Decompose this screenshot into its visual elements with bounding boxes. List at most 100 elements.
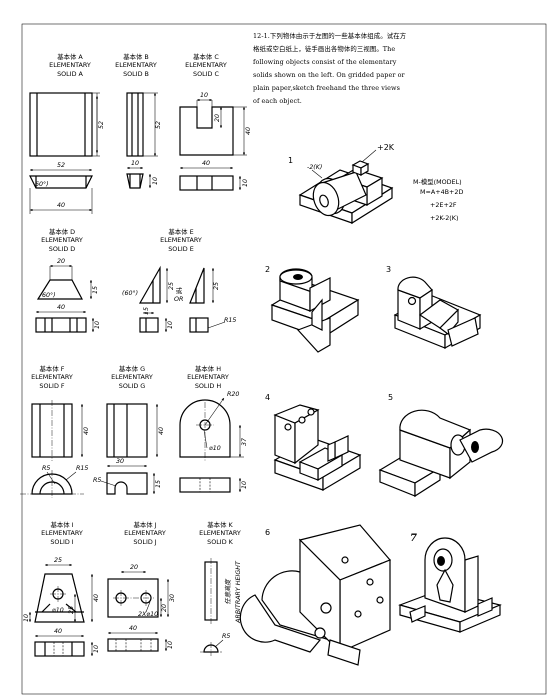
solid-label-en: SOLID B — [123, 70, 149, 78]
solid-label-cn: 基本体 C — [193, 52, 219, 61]
solid-label-en: SOLID J — [133, 538, 156, 546]
model-line: +2K-2(K) — [430, 214, 459, 222]
dimension: 40 — [245, 127, 252, 135]
solid-label-en: ELEMENTARY — [187, 373, 229, 381]
dimension: 30 — [116, 458, 124, 465]
dimension: 20 — [214, 114, 221, 122]
solid-g: 基本体 G ELEMENTARY SOLID G 40 30 R5 15 — [93, 364, 165, 495]
solid-label-cn: 基本体 E — [168, 227, 193, 236]
dimension: 25 — [54, 557, 62, 564]
solid-label-cn: 基本体 B — [123, 52, 149, 61]
solid-h: 基本体 H ELEMENTARY SOLID H R20 ⌀10 37 10 — [179, 364, 248, 493]
dimension: 40 — [93, 594, 100, 602]
object-number: 2 — [265, 265, 270, 274]
solid-label-cn: 基本体 I — [50, 520, 73, 529]
solid-label-en: ELEMENTARY — [31, 373, 73, 381]
or-label-en: OR — [174, 296, 183, 303]
solid-label-cn: 基本体 J — [133, 520, 156, 529]
dimension: 60°) — [35, 180, 49, 188]
solid-a: 基本体 A ELEMENTARY SOLID A 52 52 60°) 40 — [29, 52, 105, 214]
object-4: 4 — [265, 393, 362, 492]
dimension: 60°) — [42, 291, 56, 299]
object-6: 6 — [239, 524, 392, 666]
solid-label-cn: 基本体 G — [119, 364, 145, 373]
dimension: 10 — [152, 177, 159, 185]
plus-2k-label: +2K — [377, 143, 395, 152]
solid-c: 基本体 C ELEMENTARY SOLID C 10 20 40 40 10 — [179, 52, 252, 191]
solid-label-cn: 基本体 A — [57, 52, 83, 61]
dimension: 25 — [168, 282, 175, 290]
dimension: 52 — [155, 121, 162, 129]
object-number: 5 — [388, 393, 393, 402]
minus-2k-label: -2(K) — [307, 164, 322, 171]
dimension: 任意高度 — [224, 578, 232, 605]
dimension: R5 — [222, 633, 230, 640]
solid-d: 基本体 D ELEMENTARY SOLID D 20 15 60°) 40 1… — [35, 227, 101, 333]
solid-j: 基本体 J ELEMENTARY SOLID J 20 2X⌀10 30 20 … — [107, 520, 176, 652]
dimension: 15 — [143, 307, 150, 315]
object-number: 7 — [410, 533, 417, 544]
dimension: ARBITRARY HEIGHT — [235, 560, 242, 624]
dimension: 30 — [169, 594, 176, 602]
model-line: +2E+2F — [430, 201, 457, 209]
dimension: R5 — [93, 477, 101, 484]
solid-label-en: SOLID G — [119, 382, 145, 390]
dimension: 40 — [202, 160, 210, 167]
solid-label-en: ELEMENTARY — [111, 373, 153, 381]
dimension: 40 — [57, 304, 65, 311]
front-view — [29, 92, 93, 157]
dimension: 20 — [130, 564, 138, 571]
object-number: 1 — [288, 156, 293, 165]
dimension: 2X⌀10 — [138, 611, 158, 618]
object-number: 4 — [265, 393, 270, 402]
object-number: 6 — [265, 528, 270, 537]
solid-label-en: SOLID K — [207, 538, 233, 546]
dimension: R15 — [76, 465, 88, 472]
solid-label-en: ELEMENTARY — [49, 61, 91, 69]
dimension: 40 — [158, 427, 165, 435]
solid-label-en: SOLID A — [57, 70, 83, 78]
instruction-line: solids shown on the left. On gridded pap… — [253, 71, 405, 79]
solid-label-en: SOLID E — [168, 245, 194, 253]
solid-label-en: ELEMENTARY — [41, 529, 83, 537]
object-7: 7 — [398, 533, 502, 633]
dimension: 25 — [68, 606, 75, 614]
instruction-line: 格纸或空白纸上，徒手画出各物体的三视图。The — [253, 45, 396, 53]
solid-label-en: ELEMENTARY — [41, 236, 83, 244]
dimension: R5 — [42, 465, 50, 472]
dimension: 52 — [57, 162, 65, 169]
dimension: 10 — [94, 321, 101, 329]
solid-label-en: ELEMENTARY — [115, 61, 157, 69]
instruction-line: plain paper,sketch freehand the three vi… — [253, 84, 400, 92]
object-number: 3 — [386, 265, 391, 274]
dimension: 10 — [23, 614, 30, 622]
solid-b: 基本体 B ELEMENTARY SOLID B 52 10 10 — [115, 52, 162, 189]
solid-label-en: SOLID D — [49, 245, 75, 253]
solid-label-en: SOLID C — [193, 70, 219, 78]
solid-label-cn: 基本体 F — [40, 364, 65, 373]
exercise-instructions: 12-1.下列物体由示于左图的一些基本体组成。试在方 格纸或空白纸上，徒手画出各… — [253, 30, 543, 108]
solid-label-cn: 基本体 D — [49, 227, 75, 236]
model-line: M=A+4B+2D — [420, 188, 463, 196]
dimension: 15 — [155, 480, 162, 488]
solid-label-en: ELEMENTARY — [185, 61, 227, 69]
solid-label-cn: 基本体 K — [207, 520, 233, 529]
page-border — [21, 23, 547, 695]
solid-i: 基本体 I ELEMENTARY SOLID I 25 ⌀10 40 25 10… — [23, 520, 100, 657]
dimension: 10 — [93, 645, 100, 653]
dimension: 10 — [241, 481, 248, 489]
dimension: 37 — [241, 438, 248, 446]
dimension: 10 — [167, 321, 174, 329]
dimension: 40 — [129, 625, 137, 632]
model-line: M-模型(MODEL) — [413, 177, 462, 186]
dimension: 25 — [213, 282, 220, 290]
dimension: R15 — [224, 317, 236, 324]
instruction-line: following objects consist of the element… — [253, 58, 397, 66]
instruction-line: of each object. — [253, 97, 302, 105]
dimension: 40 — [54, 628, 62, 635]
dimension: 40 — [57, 202, 65, 209]
dimension: 52 — [98, 121, 105, 129]
dimension: 10 — [131, 160, 139, 167]
